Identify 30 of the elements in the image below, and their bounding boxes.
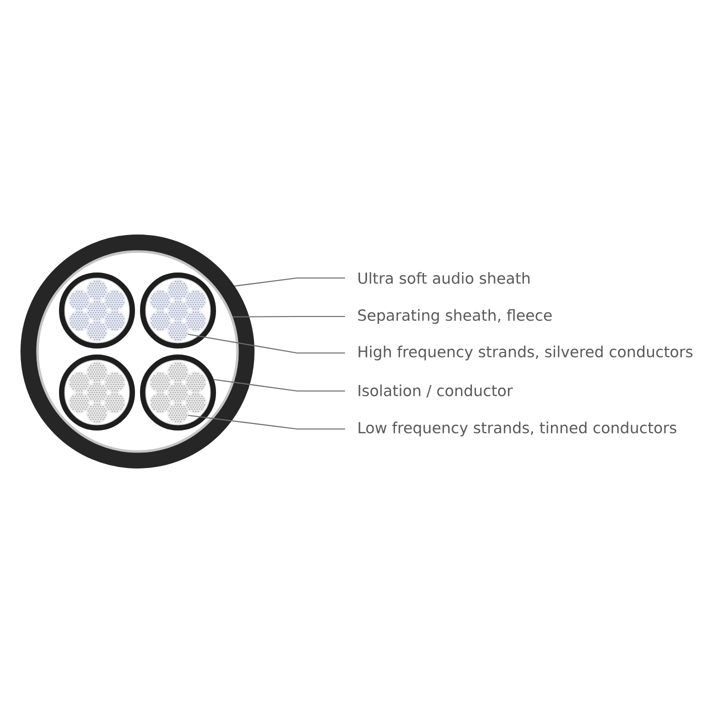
strand-bundle	[68, 310, 90, 332]
strand-bundle	[185, 372, 206, 393]
strand-bundle	[68, 392, 90, 414]
strand-bundle	[104, 392, 126, 414]
strand-bundle	[168, 320, 188, 342]
strand-bundle	[185, 310, 206, 332]
leader-line	[234, 277, 345, 287]
strand-bundle	[150, 372, 171, 393]
callout-label: Low frequency strands, tinned conductors	[358, 422, 676, 436]
leader-line	[214, 378, 345, 392]
strand-bundle	[86, 320, 108, 342]
strand-bundle	[150, 310, 171, 332]
strand-bundle	[185, 290, 206, 311]
strand-bundle	[68, 372, 90, 393]
callout-label: Ultra soft audio sheath	[358, 272, 530, 284]
strand-bundle	[68, 290, 90, 311]
strand-bundle	[168, 402, 188, 424]
callout-label: Separating sheath, fleece	[358, 309, 552, 324]
strand-bundle	[86, 402, 108, 424]
strand-bundle	[104, 310, 126, 332]
callout-label: High frequency strands, silvered conductors	[358, 346, 692, 360]
strand-bundle	[104, 290, 126, 311]
strand-bundle	[185, 392, 206, 414]
strand-bundle	[104, 372, 126, 393]
leader-line	[188, 334, 345, 354]
leader-line	[232, 316, 345, 318]
strand-bundle	[150, 290, 171, 311]
callout-label: Isolation / conductor	[358, 384, 513, 398]
sheath-ring	[36, 250, 239, 453]
strand-bundle	[150, 392, 171, 414]
